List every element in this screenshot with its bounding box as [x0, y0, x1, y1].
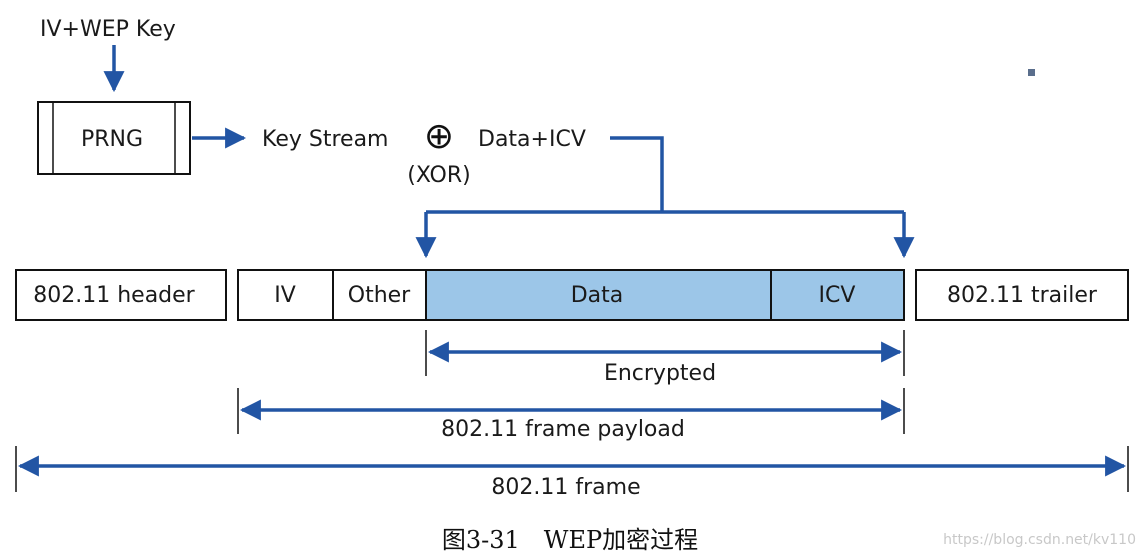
trailer-label: 802.11 trailer: [947, 283, 1098, 308]
data-icv-label: Data+ICV: [478, 127, 586, 152]
data-label: Data: [571, 283, 624, 308]
payload-label: 802.11 frame payload: [441, 417, 685, 442]
other-label: Other: [348, 283, 411, 308]
iv-box: [237, 269, 334, 321]
encrypted-label: Encrypted: [604, 361, 716, 386]
watermark: https://blog.csdn.net/kv110: [943, 532, 1136, 548]
header-box: [15, 269, 227, 321]
iv-label: IV: [274, 283, 296, 308]
frame-label: 802.11 frame: [491, 475, 640, 500]
icv-label: ICV: [819, 283, 856, 308]
icv-box: [770, 269, 905, 321]
data-icv-line: [610, 136, 664, 212]
key-input-label: IV+WEP Key: [40, 17, 176, 42]
header-label: 802.11 header: [33, 283, 195, 308]
xor-label: (XOR): [407, 163, 470, 188]
prng-box: [37, 101, 191, 175]
other-box: [332, 269, 427, 321]
figure-caption: 图3-31 WEP加密过程: [442, 526, 698, 554]
trailer-box: [915, 269, 1129, 321]
prng-label: PRNG: [81, 127, 143, 152]
data-box: [425, 269, 772, 321]
xor-icon: ⊕: [424, 116, 454, 157]
stray-mark: [1028, 69, 1035, 76]
key-stream-label: Key Stream: [262, 127, 388, 152]
